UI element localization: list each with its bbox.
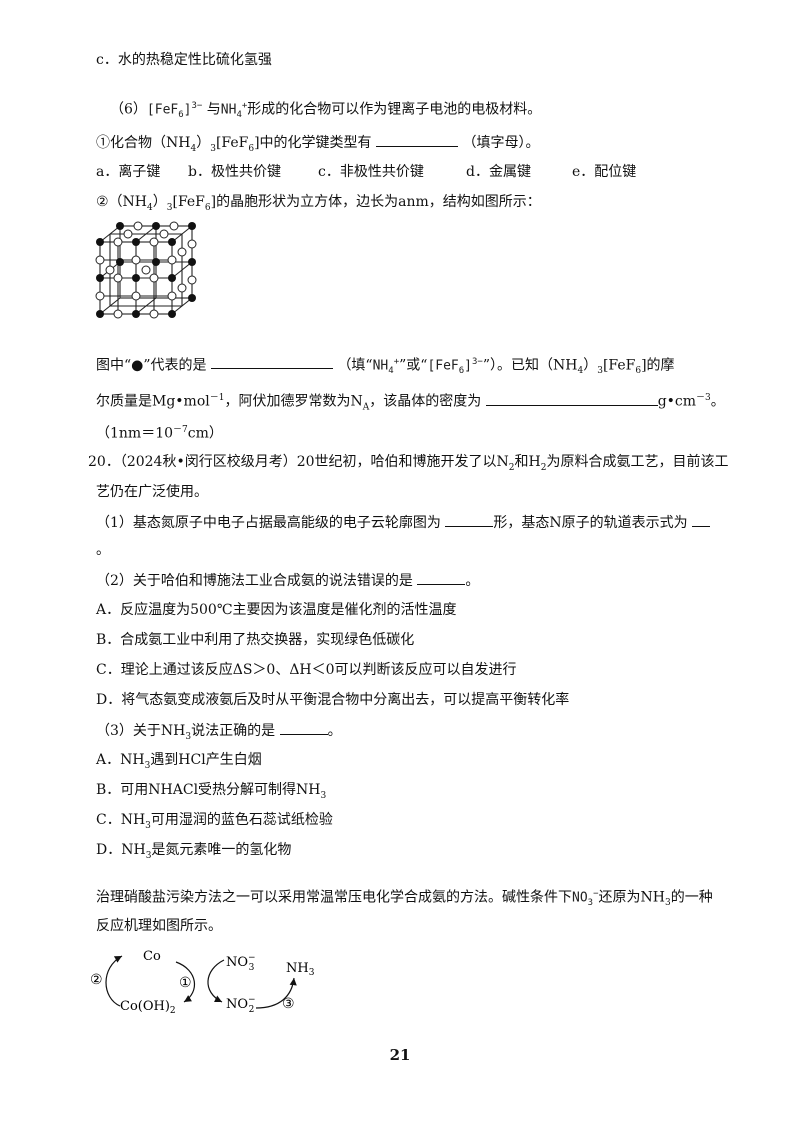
part-3-option-d: D．NH3是氮元素唯一的氢化物 [96, 842, 292, 861]
mechanism-intro: 治理硝酸盐污染方法之一可以采用常温常压电化学合成氨的方法。碱性条件下NO3−还原… [96, 884, 713, 913]
page-number: 21 [389, 1046, 411, 1064]
option-b: b．极性共价键 [188, 164, 281, 180]
part-2-option-a: A．反应温度为500℃主要因为该温度是催化剂的活性温度 [96, 602, 457, 618]
answer-blank[interactable] [210, 354, 333, 370]
step-1-label: ① [179, 975, 192, 991]
nh4-ion: NH4+ [220, 101, 248, 120]
part-2-option-c: C．理论上通过该反应ΔS＞0、ΔH＜0可以判断该反应可以自发进行 [96, 662, 517, 678]
question-20-part-1: （1）基态氮原子中电子占据最高能级的电子云轮廓图为 形，基态N原子的轨道表示式为 [96, 512, 711, 533]
co-label: Co [143, 949, 161, 964]
subquestion-2-line-1: 图中“●”代表的是 （填“NH4+”或“[FeF6]3−”）。已知（NH4）3[… [96, 352, 675, 381]
question-20-title-cont: 艺仍在广泛使用。 [96, 484, 208, 500]
co-oh2-label: Co(OH)2 [120, 999, 176, 1016]
unit-note: （1nm＝10－7cm） [96, 425, 223, 442]
subquestion-2-line-2: 尔质量是Mg•mol－1，阿伏加德罗常数为NA，该晶体的密度为 g•cm－3。 [96, 388, 725, 417]
answer-blank[interactable] [485, 391, 658, 406]
no2-label: NO−2 [226, 995, 256, 1015]
question-20-part-2: （2）关于哈伯和博施法工业合成氨的说法错误的是 。 [96, 570, 479, 591]
option-a: a．离子键 [96, 164, 161, 180]
answer-blank[interactable] [445, 512, 494, 527]
subquestion-1-options: a．离子键 b．极性共价键 c．非极性共价键 d．金属键 e．配位键 [96, 162, 636, 182]
nh4-ion: NH4+ [372, 357, 400, 376]
question-20-part-3: （3）关于NH3说法正确的是 。 [96, 720, 342, 747]
part-3-option-a: A．NH3遇到HCl产生白烟 [96, 752, 262, 771]
part-2-option-b: B．合成氨工业中利用了热交换器，实现绿色低碳化 [96, 632, 415, 648]
option-e: e．配位键 [572, 164, 637, 180]
fef6-ion: [FeF6]3− [427, 357, 483, 376]
answer-blank[interactable] [279, 720, 328, 735]
fef6-ion: [FeF6]3− [146, 101, 203, 120]
option-c-line: c．水的热稳定性比硫化氢强 [96, 52, 272, 68]
no3-ion: NO3− [572, 889, 599, 908]
nh3-label: NH3 [286, 961, 315, 978]
part-3-option-b: B．可用NHACl受热分解可制得NH3 [96, 782, 327, 801]
part-3-option-c: C．NH3可用湿润的蓝色石蕊试纸检验 [96, 812, 333, 831]
answer-blank[interactable] [692, 512, 711, 527]
option-c: c．非极性共价键 [318, 164, 424, 180]
part-2-option-d: D．将气态氨变成液氨后及时从平衡混合物中分离出去，可以提高平衡转化率 [96, 692, 570, 708]
question-part-6: （6）[FeF6]3− 与NH4+形成的化合物可以作为锂离子电池的电极材料。 [110, 96, 541, 125]
answer-blank[interactable] [417, 570, 466, 585]
mechanism-intro-cont: 反应机理如图所示。 [96, 918, 222, 934]
subquestion-2: ②（NH4）3[FeF6]的晶胞形状为立方体，边长为anm，结构如图所示： [96, 194, 541, 213]
answer-blank[interactable] [376, 132, 459, 147]
step-2-label: ② [90, 972, 103, 988]
reaction-mechanism-diagram: Co Co(OH)2 NO−3 NO−2 NH3 ① ② ③ [90, 949, 315, 1016]
question-20-title: 20．（2024秋•闵行区校级月考）20世纪初，哈伯和博施开发了以N2和H2为原… [88, 454, 729, 473]
crystal-cell-figure [95, 221, 197, 319]
no3-label: NO−3 [226, 953, 256, 973]
option-d: d．金属键 [466, 164, 531, 180]
step-3-label: ③ [282, 996, 295, 1012]
subquestion-1: ①化合物（NH4）3[FeF6]中的化学键类型有 （填字母）。 [96, 132, 539, 159]
line-end-mark: 。 [96, 542, 110, 558]
